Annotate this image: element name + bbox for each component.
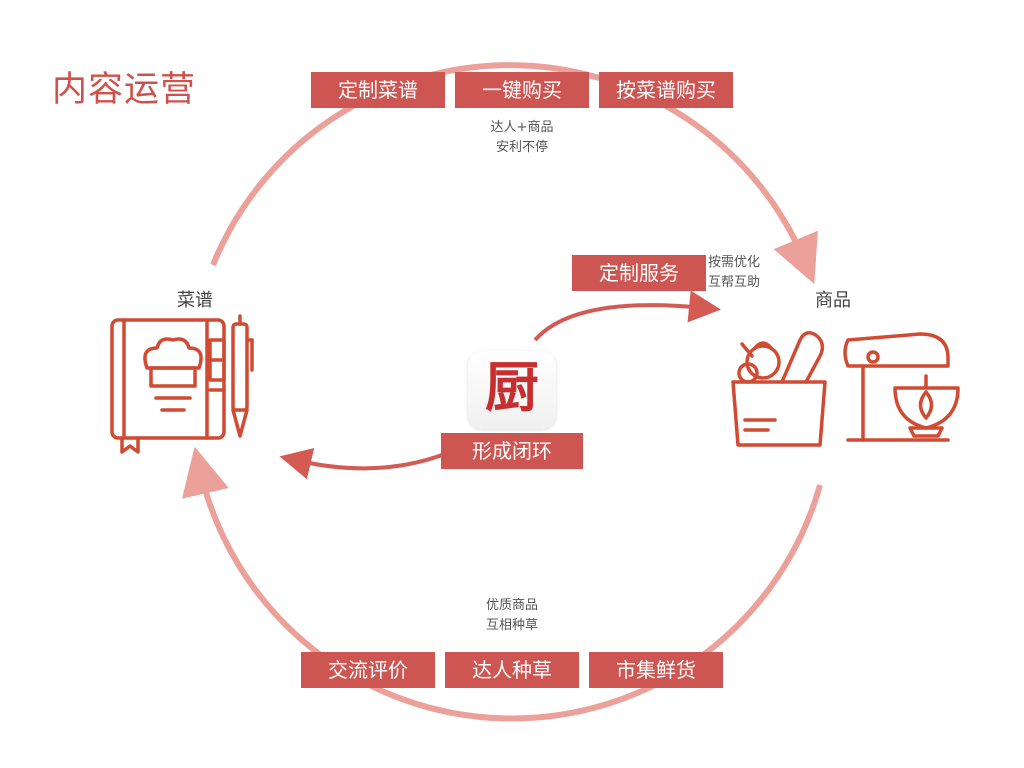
grocery-bag-icon: [731, 331, 827, 447]
service-arrow: [533, 290, 721, 342]
top-note-line-1: 达人+商品: [490, 120, 554, 135]
tag-fresh-market: 市集鲜货: [589, 652, 723, 688]
stand-mixer-icon: [843, 332, 960, 442]
service-note: 按需优化 互帮互助: [708, 253, 774, 293]
tag-one-click-buy: 一键购买: [455, 72, 589, 108]
bottom-note-line-1: 优质商品: [485, 598, 538, 613]
tag-custom-service: 定制服务: [572, 255, 706, 291]
node-label-recipe: 菜谱: [177, 290, 213, 311]
tag-buy-by-recipe: 按菜谱购买: [599, 72, 733, 108]
bottom-note-line-2: 互相种草: [485, 618, 538, 633]
node-label-goods: 商品: [815, 290, 851, 311]
app-logo-icon[interactable]: 厨: [468, 351, 556, 429]
top-note: 达人+商品 安利不停: [462, 118, 582, 158]
bottom-note: 优质商品 互相种草: [452, 596, 572, 636]
tag-influencer-seeding: 达人种草: [445, 652, 579, 688]
top-note-line-2: 安利不停: [495, 140, 548, 155]
service-note-line-2: 互帮互助: [708, 275, 761, 290]
app-logo-glyph: 厨: [485, 355, 539, 419]
page-title: 内容运营: [52, 70, 197, 110]
bottom-arc-arrow: [182, 446, 823, 722]
recipe-book-icon: [110, 314, 254, 454]
tag-closed-loop: 形成闭环: [441, 433, 583, 469]
service-note-line-1: 按需优化: [708, 255, 761, 270]
top-arc-arrow: [210, 62, 818, 285]
tag-review-exchange: 交流评价: [301, 652, 435, 688]
tag-custom-recipe: 定制菜谱: [311, 72, 445, 108]
loop-arrow: [279, 448, 451, 480]
